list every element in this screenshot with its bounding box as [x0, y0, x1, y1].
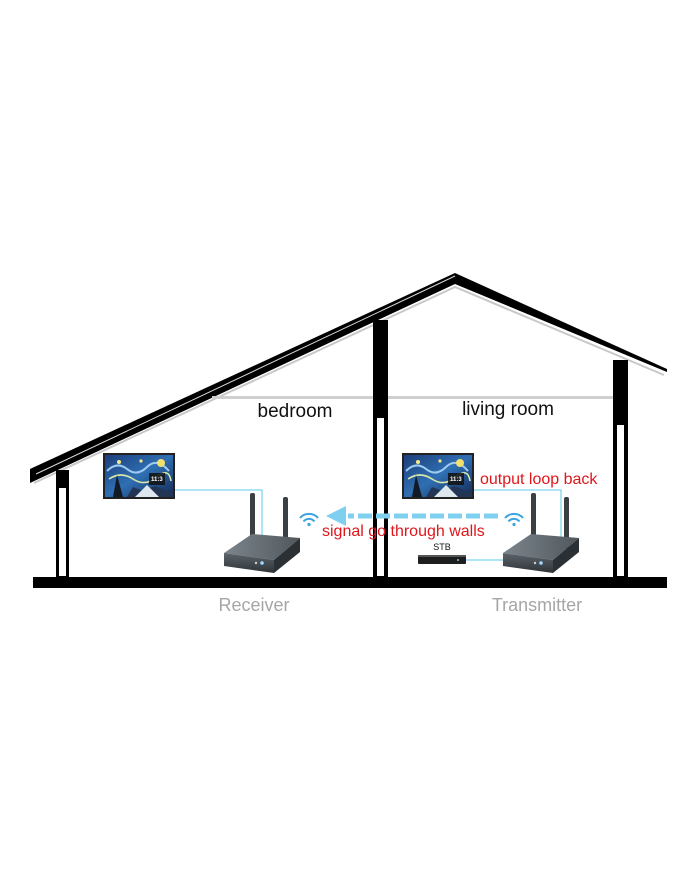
stb-icon	[418, 555, 466, 564]
wifi-icon	[299, 512, 319, 527]
receiver-cable	[175, 489, 263, 545]
roof-underline	[33, 285, 665, 484]
svg-text:11:3: 11:3	[450, 477, 462, 483]
bedroom-tv-icon: 11:3	[102, 452, 176, 500]
signal-arrow	[326, 506, 498, 526]
transmitter-device	[503, 493, 579, 573]
roof-highlight	[35, 275, 456, 475]
ceiling-line-bedroom	[212, 396, 374, 399]
bedroom-label: bedroom	[258, 401, 333, 422]
living-room-tv-icon: 11:3	[401, 452, 475, 500]
transmitter-loop-cable	[474, 489, 562, 545]
stb-label: STB	[433, 542, 451, 552]
receiver-device	[224, 493, 300, 573]
wifi-icon	[504, 512, 524, 527]
signal-through-walls-label: signal go through walls	[322, 523, 485, 540]
transmitter-label: Transmitter	[492, 595, 582, 615]
receiver-label: Receiver	[218, 595, 289, 615]
antenna-icon	[564, 497, 569, 549]
antenna-icon	[283, 497, 288, 549]
svg-text:11:3: 11:3	[151, 477, 163, 483]
ceiling-line-living-room	[388, 396, 614, 399]
floor	[33, 577, 667, 588]
living-room-label: living room	[462, 399, 554, 420]
output-loop-back-label: output loop back	[480, 471, 598, 488]
roof	[30, 273, 667, 483]
